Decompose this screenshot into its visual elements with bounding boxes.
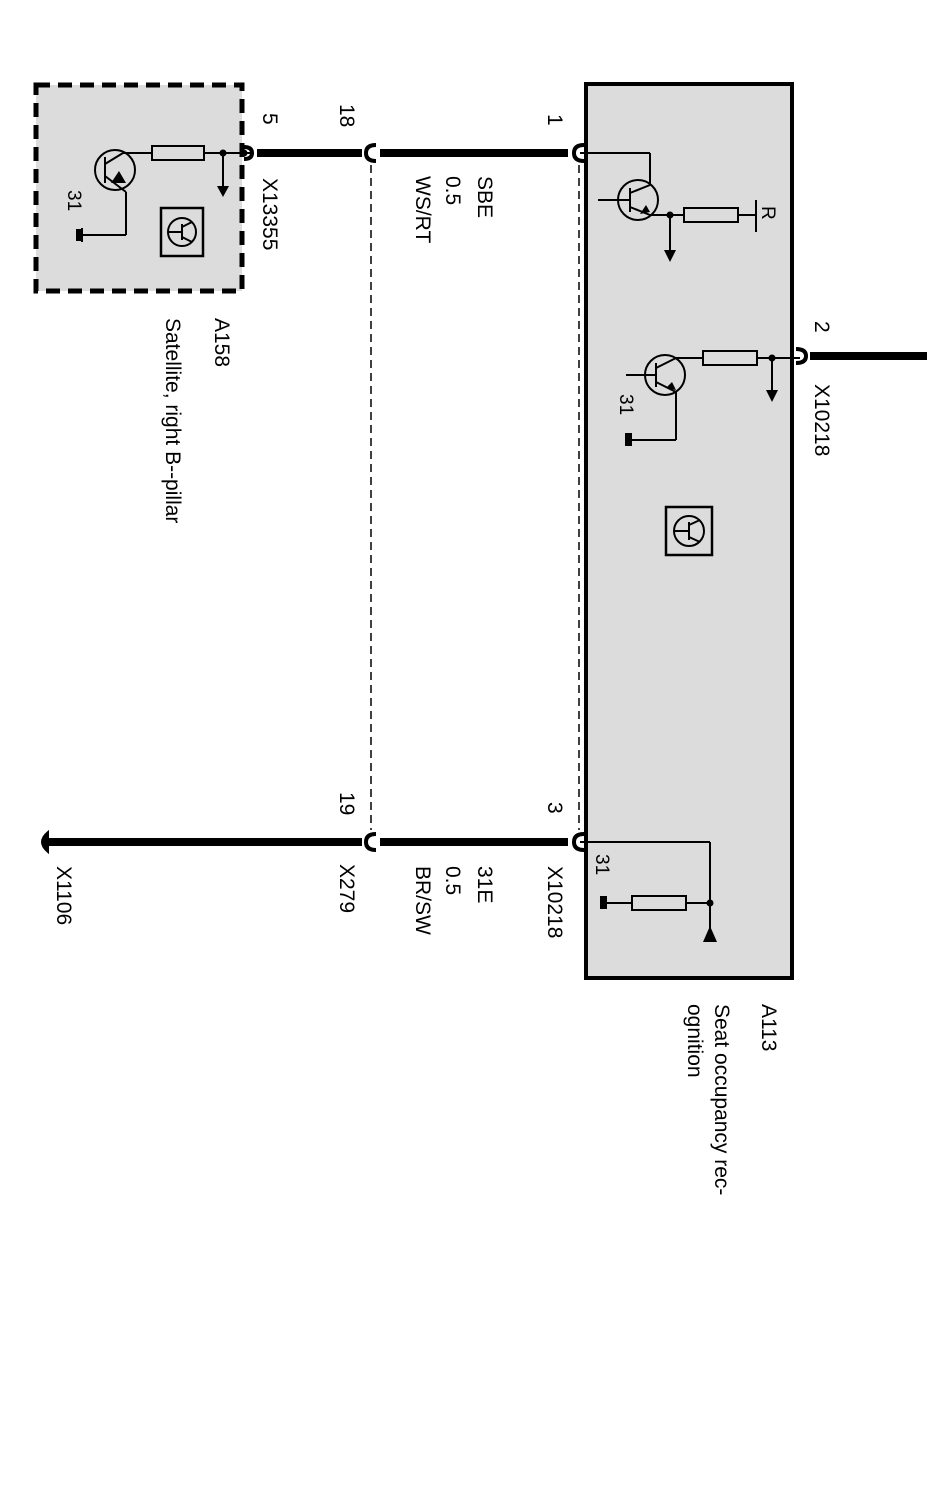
a113-middle-resistor: [702, 350, 758, 366]
x279-pin19-label: 19: [335, 792, 358, 815]
x10218-pin2-label: 2: [810, 321, 833, 333]
x10218-bottom-id-label: X10218: [543, 866, 566, 938]
pin-x10218-2: [795, 347, 809, 365]
a113-ground-lower-label: 31: [591, 854, 612, 875]
a113-lower-resistor: [631, 895, 687, 911]
x10218-pin1-label: 1: [543, 114, 566, 126]
a113-middle-circuit: [626, 350, 800, 441]
a113-id-label: A113: [757, 1004, 780, 1052]
a113-name-line2: ognition: [683, 1004, 706, 1078]
x1106-ground-end: [41, 829, 49, 855]
a113-upper-resistor: [683, 207, 739, 223]
pin-x10218-3: [571, 832, 585, 852]
x279-pin18-label: 18: [335, 104, 358, 127]
wire-31e-gauge-label: 0.5: [441, 866, 464, 895]
x10218-mid-id-label: X10218: [810, 384, 833, 456]
pin-x279-19: [363, 832, 377, 852]
wire-31e-color-label: BR/SW: [411, 866, 434, 935]
wire-sbe-signal-label: SBE: [473, 176, 496, 218]
a158-output-arrow: [217, 186, 229, 197]
a158-resistor: [151, 145, 205, 161]
x13355-pin-label: 5: [258, 113, 281, 125]
a113-resistor-label: R: [757, 206, 778, 220]
x1106-id-label: X1106: [52, 866, 75, 925]
a158-transistor: [94, 149, 136, 191]
x279-id-label: X279: [335, 864, 358, 913]
pin-x10218-1: [571, 143, 585, 163]
pin-x13355-5: [243, 145, 255, 161]
a158-name-label: Satellite, right B--pillar: [161, 318, 184, 523]
wire-sbe-color-label: WS/RT: [411, 176, 434, 243]
wire-sbe-gauge-label: 0.5: [441, 176, 464, 205]
a158-satellite-box: [33, 82, 245, 294]
a113-sensor-icon: [664, 505, 714, 557]
a113-ground-upper-label: 31: [615, 394, 636, 415]
a113-name-line1: Seat occupancy rec-: [710, 1004, 733, 1195]
a113-lower-circuit: [580, 841, 711, 930]
x13355-id-label: X13355: [258, 178, 281, 250]
a158-ground-label: 31: [63, 190, 84, 211]
x10218-pin3-label: 3: [543, 802, 566, 814]
a158-id-label: A158: [210, 318, 233, 367]
a158-sensor-icon: [159, 206, 205, 258]
wire-31e-signal-label: 31E: [473, 866, 496, 903]
connector-pins: [243, 143, 809, 852]
pin-x279-18: [363, 143, 377, 163]
